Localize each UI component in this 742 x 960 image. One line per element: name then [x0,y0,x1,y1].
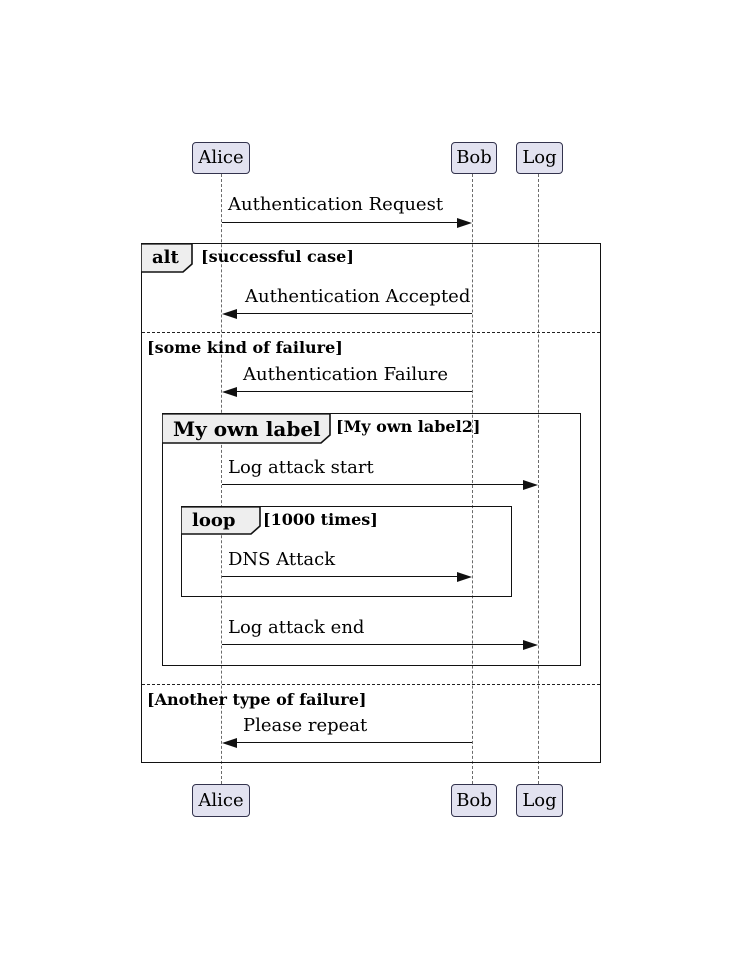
arrowhead-right-icon [457,572,472,582]
arrowhead-right-icon [457,218,472,228]
alt-frame-label: alt [152,247,179,268]
participant-bob-bottom-label: Bob [456,789,492,811]
message-auth-accepted: Authentication Accepted [245,286,471,307]
participant-log-top: Log [516,142,563,174]
participant-bob-top-label: Bob [456,147,492,168]
group-frame-guard: [My own label2] [336,417,481,436]
participant-log-top-label: Log [522,147,557,168]
group-frame [162,413,581,666]
participant-bob-top: Bob [451,142,497,174]
lifeline-log [538,174,539,784]
group-frame-pentagon [162,413,331,444]
divider-another [142,684,600,685]
arrowhead-left-icon [222,387,237,397]
group-frame-label: My own label [173,417,321,441]
alt-frame [141,243,601,763]
message-auth-accepted-line [234,313,472,314]
participant-log-bottom: Log [516,784,563,817]
arrowhead-right-icon [523,640,538,650]
message-auth-request: Authentication Request [228,194,444,215]
arrowhead-left-icon [222,738,237,748]
message-dns-attack: DNS Attack [228,549,336,570]
alt-frame-pentagon [141,243,193,273]
participant-log-bottom-label: Log [522,789,557,811]
arrowhead-right-icon [523,480,538,490]
alt-frame-guard: [successful case] [201,247,354,266]
participant-alice-bottom-label: Alice [198,789,244,811]
lifeline-bob [472,174,473,784]
participant-alice-top: Alice [192,142,250,174]
participant-alice-top-label: Alice [198,147,244,168]
divider-failure [142,332,600,333]
message-log-attack-end: Log attack end [228,617,365,638]
loop-frame-pentagon [181,506,261,535]
message-dns-attack-line [222,576,460,577]
message-auth-failure-line [234,391,472,392]
message-please-repeat: Please repeat [243,715,368,736]
message-log-attack-end-line [222,644,526,645]
loop-frame-guard: [1000 times] [263,510,378,529]
lifeline-alice [221,174,222,784]
message-log-attack-start-line [222,484,526,485]
participant-alice-bottom: Alice [192,784,250,817]
message-auth-request-line [222,222,460,223]
participant-bob-bottom: Bob [451,784,497,817]
loop-frame [181,506,512,597]
message-log-attack-start: Log attack start [228,457,374,478]
divider-another-label: [Another type of failure] [147,690,367,709]
arrowhead-left-icon [222,309,237,319]
divider-failure-label: [some kind of failure] [147,338,343,357]
message-auth-failure: Authentication Failure [243,364,448,385]
message-please-repeat-line [234,742,472,743]
loop-frame-label: loop [192,510,236,531]
